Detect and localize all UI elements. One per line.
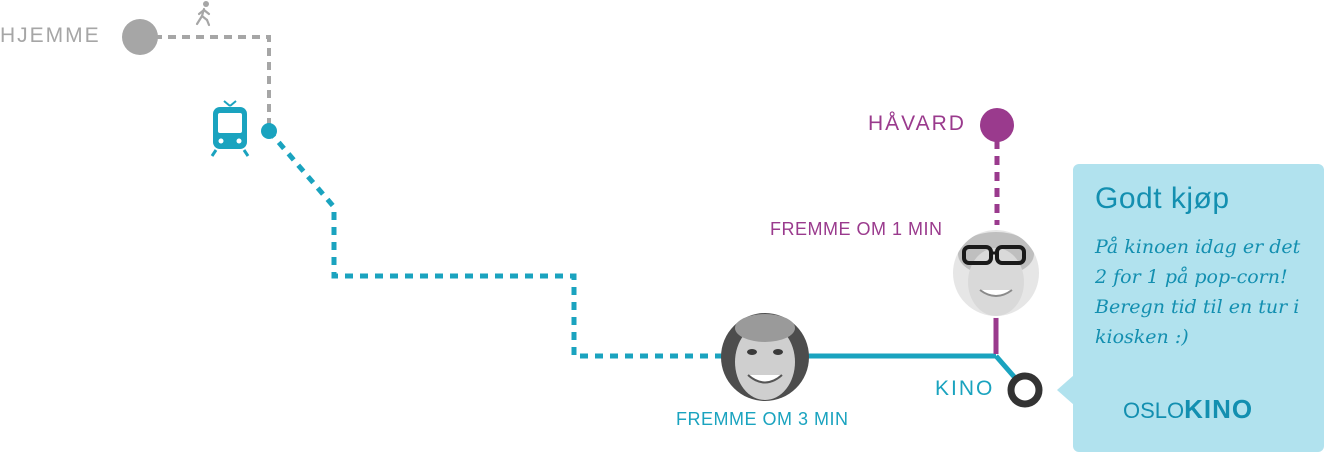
transit-route <box>267 129 722 359</box>
transit-stop-node <box>261 123 277 139</box>
friend-start-node <box>980 108 1014 142</box>
card-pointer <box>1057 375 1074 405</box>
friend-name-label: HÅVARD <box>868 112 966 135</box>
card-title: Godt kjøp <box>1095 182 1230 215</box>
offer-card[interactable]: Godt kjøp På kinoen idag er det 2 for 1 … <box>1073 164 1324 452</box>
user-eta-label: FREMME OM 3 MIN <box>676 409 849 429</box>
user-avatar <box>721 313 809 401</box>
destination-node <box>1007 372 1043 408</box>
card-body: På kinoen idag er det 2 for 1 på pop-cor… <box>1095 236 1301 348</box>
home-node <box>122 19 158 55</box>
home-label: HJEMME <box>0 24 101 47</box>
friend-eta-label: FREMME OM 1 MIN <box>770 219 943 239</box>
friend-avatar <box>951 228 1041 318</box>
walking-route <box>140 35 271 131</box>
destination-label: KINO <box>935 377 995 400</box>
oslo-kino-logo: OSLOKINO <box>1123 394 1253 425</box>
tram-icon <box>210 100 250 157</box>
logo-part-oslo: OSLO <box>1123 398 1185 423</box>
walking-person-icon <box>195 1 211 27</box>
logo-part-kino: KINO <box>1184 394 1254 424</box>
